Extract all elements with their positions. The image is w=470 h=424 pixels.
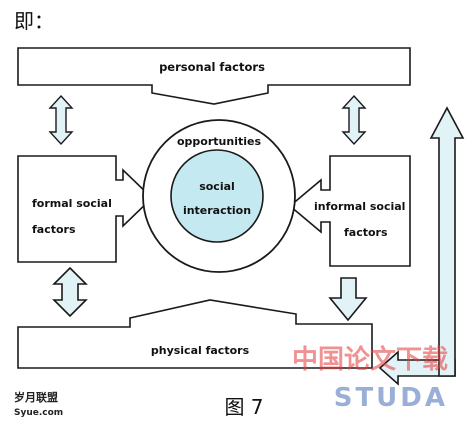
personal-factors-box (17, 47, 411, 105)
watermark-left-cn: 岁月联盟 (14, 390, 58, 404)
feedback-up-arrow-icon (429, 106, 465, 377)
personal-factors-label: personal factors (159, 60, 265, 74)
watermark-right-cn: 中国论文下载 (292, 344, 448, 375)
physical-factors-label: physical factors (151, 344, 250, 357)
figure-caption: 图 7 (224, 395, 263, 419)
down-arrow-informal-icon (328, 277, 368, 322)
formal-social-factors-box (17, 155, 154, 263)
watermark-right-en: STUDA (334, 383, 448, 413)
double-arrow-right-icon (341, 94, 367, 146)
informal-social-factors-box (288, 155, 411, 267)
social-interaction-circle (170, 149, 264, 243)
double-arrow-lower-left-icon (52, 266, 88, 318)
social-interaction-line1: social (199, 180, 235, 193)
informal-social-factors-line2: factors (344, 226, 388, 239)
intro-text: 即： (14, 9, 54, 33)
double-arrow-left-icon (48, 94, 74, 146)
watermark-left-url: Syue.com (14, 408, 63, 418)
physical-factors-box (17, 299, 373, 369)
opportunities-label: opportunities (177, 135, 261, 148)
social-interaction-line2: interaction (183, 204, 251, 217)
formal-social-factors-line2: factors (32, 223, 76, 236)
formal-social-factors-line1: formal social (32, 197, 112, 210)
informal-social-factors-line1: informal social (314, 200, 405, 213)
